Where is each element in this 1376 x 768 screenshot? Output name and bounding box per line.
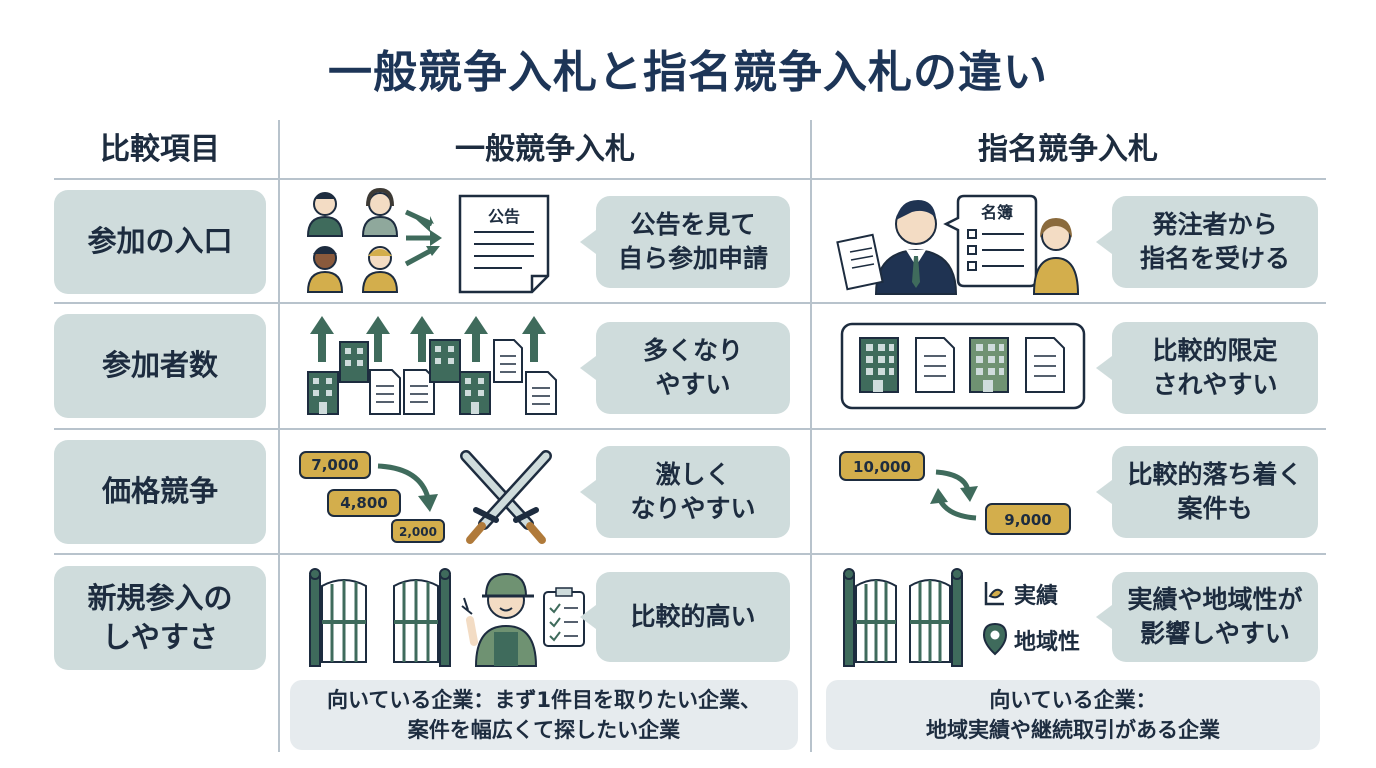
participants-designated-bubble: 比較的限定 されやすい xyxy=(1096,322,1318,414)
price-tag: 2,000 xyxy=(391,519,445,543)
entry-designated-illustration: 名簿 xyxy=(836,194,1080,295)
price-designated-bubble: 比較的落ち着く 案件も xyxy=(1096,446,1318,538)
gate-icon xyxy=(393,568,451,667)
new-entry-general-illustration xyxy=(309,568,585,667)
price-designated-illustration: 10,000 9,000 xyxy=(839,451,1071,535)
header-general-bidding: 一般競争入札 xyxy=(455,132,635,167)
row-label-new-entry: 新規参入の しやすさ xyxy=(54,566,266,670)
legend-achievement-label: 実績 xyxy=(1014,584,1059,609)
new-entry-general-bubble: 比較的高い xyxy=(580,572,790,662)
row-divider xyxy=(54,428,1326,430)
price-tag: 4,800 xyxy=(327,489,401,517)
document-icon xyxy=(458,194,550,294)
row-label-price-competition: 価格競争 xyxy=(54,440,266,544)
column-divider-left xyxy=(278,120,280,752)
gate-icon xyxy=(909,568,963,667)
location-pin-icon xyxy=(982,622,1008,656)
person-icon xyxy=(306,246,344,293)
document-icon xyxy=(525,371,557,415)
price-tag: 7,000 xyxy=(299,451,371,479)
person-icon xyxy=(306,192,344,237)
price-value: 2,000 xyxy=(399,525,437,539)
arrow-icon xyxy=(310,316,546,362)
row-divider xyxy=(54,302,1326,304)
price-tag: 9,000 xyxy=(985,503,1071,535)
header-compare-item: 比較項目 xyxy=(100,132,220,167)
list-title: 名簿 xyxy=(981,203,1013,222)
person-icon xyxy=(361,187,399,237)
arrow-icon xyxy=(404,209,442,267)
building-icon xyxy=(307,371,339,415)
price-tag: 10,000 xyxy=(839,451,925,481)
person-icon xyxy=(1032,218,1080,295)
building-icon xyxy=(459,371,491,415)
header-divider xyxy=(54,178,1326,180)
price-general-bubble: 激しく なりやすい xyxy=(580,446,790,538)
price-value: 10,000 xyxy=(853,458,911,476)
price-value: 9,000 xyxy=(1004,511,1051,529)
crossed-swords-icon xyxy=(460,450,552,544)
price-general-illustration: 7,000 4,800 2,000 xyxy=(299,450,552,544)
legend-region-label: 地域性 xyxy=(1014,630,1081,655)
general-suitable-companies: 向いている企業：まず1件目を取りたい企業、 案件を幅広くて探したい企業 xyxy=(290,680,798,750)
designated-suitable-companies: 向いている企業： 地域実績や継続取引がある企業 xyxy=(826,680,1320,750)
page-title: 一般競争入札と指名競争入札の違い xyxy=(328,47,1048,98)
clipboard-icon xyxy=(543,587,585,647)
arrow-icon xyxy=(377,463,438,512)
new-entry-designated-bubble: 実績や地域性が 影響しやすい xyxy=(1096,572,1318,662)
price-value: 7,000 xyxy=(311,456,358,474)
document-icon xyxy=(915,337,955,393)
entry-general-bubble: 公告を見て 自ら参加申請 xyxy=(580,196,790,288)
document-icon xyxy=(493,339,523,383)
price-value: 4,800 xyxy=(340,494,387,512)
gate-icon xyxy=(309,568,367,667)
list-icon xyxy=(943,194,1038,288)
building-icon xyxy=(339,341,369,383)
entry-designated-bubble: 発注者から 指名を受ける xyxy=(1096,196,1318,288)
building-icon xyxy=(859,337,899,393)
row-divider xyxy=(54,553,1326,555)
person-icon xyxy=(361,246,399,293)
document-icon xyxy=(403,369,435,415)
new-entry-designated-illustration xyxy=(843,568,963,667)
header-designated-bidding: 指名競争入札 xyxy=(978,132,1158,167)
participants-designated-illustration xyxy=(840,322,1086,410)
participants-general-illustration xyxy=(307,316,557,415)
building-icon xyxy=(429,339,461,383)
document-icon xyxy=(369,369,401,415)
entry-general-illustration: 公告 xyxy=(306,187,550,294)
gate-icon xyxy=(843,568,897,667)
document-icon xyxy=(1025,337,1065,393)
document-title: 公告 xyxy=(488,207,520,226)
row-label-entry: 参加の入口 xyxy=(54,190,266,294)
businessman-icon xyxy=(836,200,958,295)
worker-icon xyxy=(461,572,538,667)
participants-general-bubble: 多くなり やすい xyxy=(580,322,790,414)
achievement-icon xyxy=(984,582,1004,606)
building-icon xyxy=(969,337,1009,393)
column-divider-right xyxy=(810,120,812,752)
row-label-participants: 参加者数 xyxy=(54,314,266,418)
